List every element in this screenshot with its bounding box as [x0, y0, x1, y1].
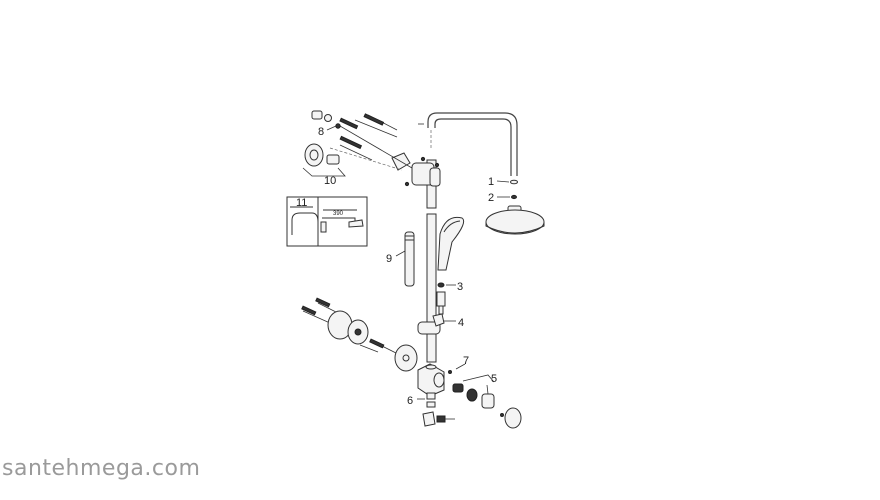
inset-dimension: 390 [333, 211, 344, 217]
inset-box [286, 196, 368, 247]
callout-5: 5 [491, 373, 497, 385]
elbow-fitting [422, 392, 455, 427]
callout-9: 9 [386, 253, 392, 265]
watermark: santehmega.com [2, 456, 201, 481]
callout-1: 1 [488, 176, 494, 188]
callout-10: 10 [324, 175, 336, 187]
callout-11: 11 [296, 197, 307, 209]
extension-tube [404, 231, 415, 287]
leader-lines [395, 180, 510, 400]
callout-8: 8 [318, 126, 324, 138]
callout-2: 2 [488, 192, 494, 204]
wall-connector-parts [302, 110, 403, 177]
callout-3: 3 [457, 281, 463, 293]
callout-7: 7 [463, 355, 469, 367]
callout-4: 4 [458, 317, 464, 329]
slide-bar-holder [417, 313, 445, 335]
mixer-body [417, 363, 522, 429]
callout-6: 6 [407, 395, 413, 407]
lower-wall-parts [301, 297, 418, 372]
head-shower [485, 179, 545, 235]
shower-arm [418, 112, 518, 176]
hand-shower [436, 216, 465, 315]
upper-wall-bracket [339, 113, 441, 187]
